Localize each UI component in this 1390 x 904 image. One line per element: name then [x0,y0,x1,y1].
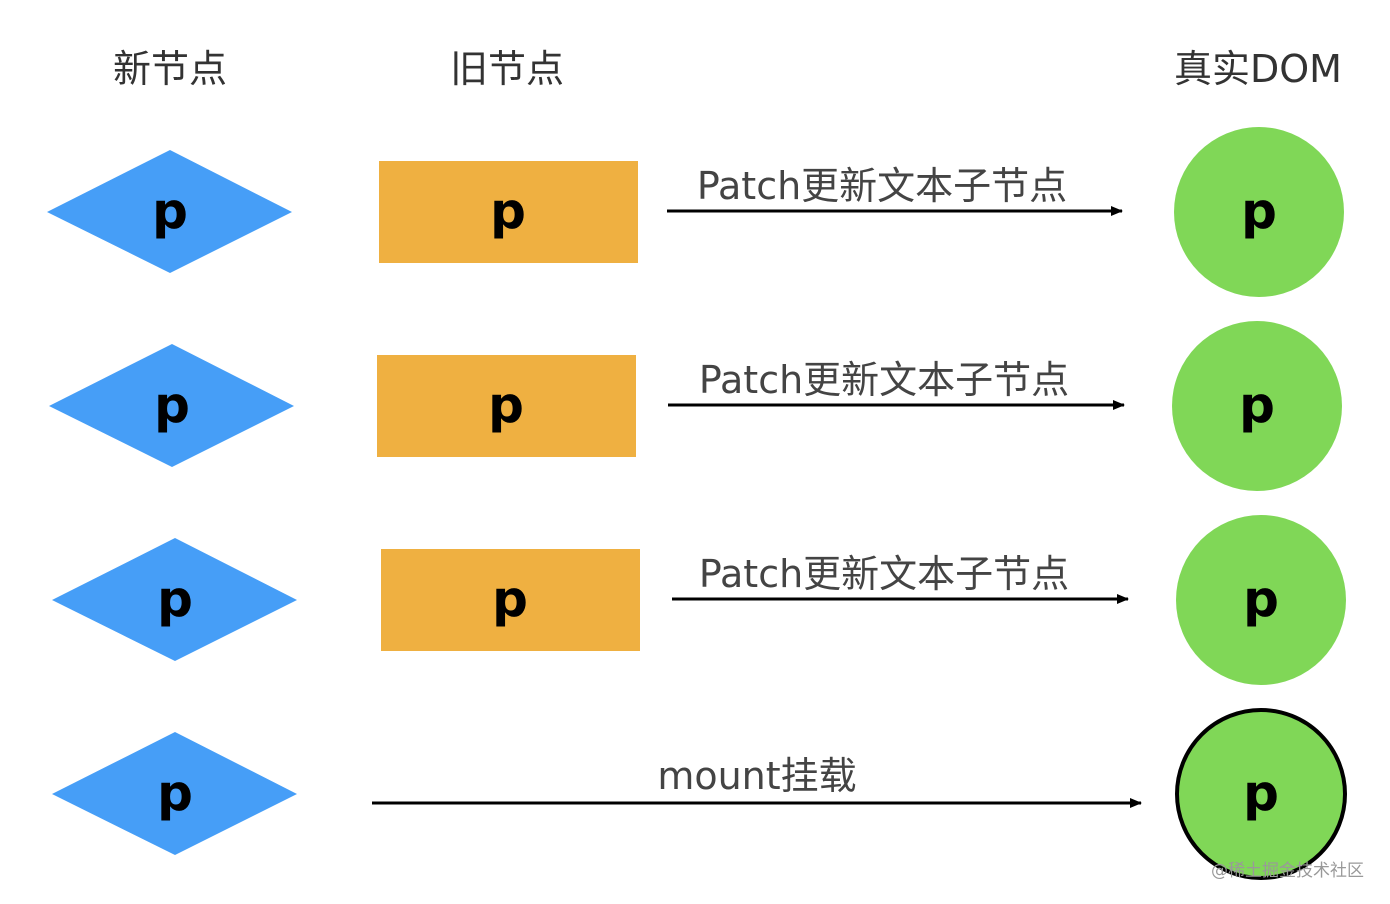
old-node-label: p [488,376,524,434]
row-3: p p Patch更新文本子节点 p [52,515,1346,685]
dom-node-circle-mounted [1175,708,1347,880]
new-node-label: p [157,764,193,822]
old-node-rect [379,161,638,263]
row-4: p mount挂载 p [52,708,1347,880]
dom-node-label: p [1239,376,1275,434]
new-node-diamond [52,732,297,855]
new-node-label: p [152,182,188,240]
new-node-label: p [157,570,193,628]
edge-label: Patch更新文本子节点 [699,358,1069,402]
edge-label: mount挂载 [657,754,856,798]
new-node-diamond [49,344,294,467]
row-1: p p Patch更新文本子节点 p [47,127,1344,297]
old-node-label: p [492,570,528,628]
dom-node-circle [1172,321,1342,491]
dom-node-label: p [1241,182,1277,240]
old-node-rect [381,549,640,651]
edge-label: Patch更新文本子节点 [697,164,1067,208]
dom-node-label: p [1243,570,1279,628]
old-node-rect [377,355,636,457]
header-old-nodes: 旧节点 [450,47,564,91]
old-node-label: p [490,182,526,240]
new-node-diamond [47,150,292,273]
dom-node-label: p [1243,764,1279,822]
row-2: p p Patch更新文本子节点 p [49,321,1342,491]
dom-node-circle [1176,515,1346,685]
dom-node-circle [1174,127,1344,297]
watermark: @稀土掘金技术社区 [1211,861,1364,881]
new-node-diamond [52,538,297,661]
header-real-dom: 真实DOM [1174,47,1342,91]
edge-label: Patch更新文本子节点 [699,552,1069,596]
header-new-nodes: 新节点 [113,47,227,91]
new-node-label: p [154,376,190,434]
